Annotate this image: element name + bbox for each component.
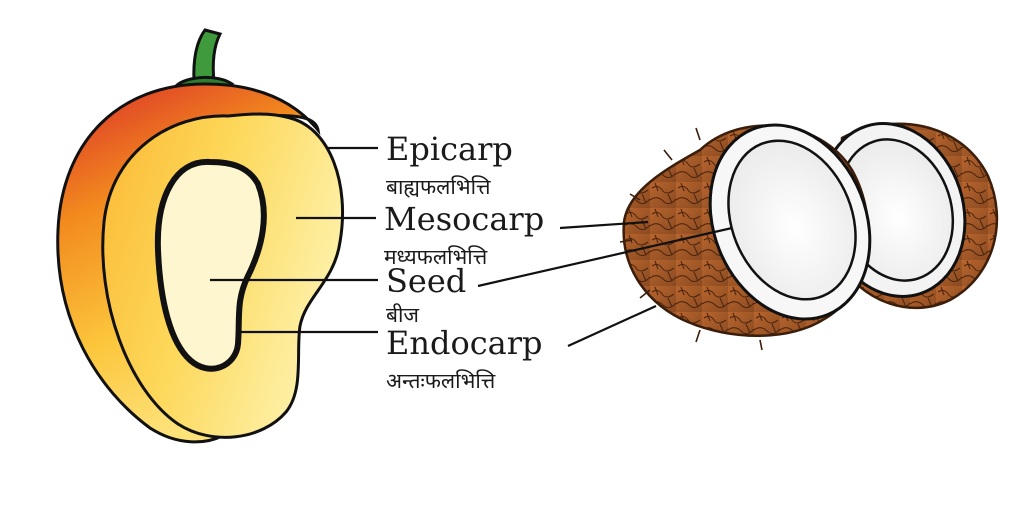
endocarp-label: Endocarp xyxy=(386,324,543,362)
epicarp-hindi-label: बाह्यफलभित्ति xyxy=(386,175,491,199)
coconut-illustration xyxy=(620,101,997,350)
drupe-fruit-illustration xyxy=(58,30,343,442)
fruit-stalk xyxy=(194,30,220,82)
seed-label: Seed xyxy=(386,262,466,300)
endocarp-coconut-leader-line xyxy=(568,306,656,346)
epicarp-label: Epicarp xyxy=(386,130,513,168)
mesocarp-label: Mesocarp xyxy=(384,200,544,238)
endocarp-hindi-label: अन्तःफलभित्ति xyxy=(386,369,496,393)
label-group: Epicarp बाह्यफलभित्ति Mesocarp मध्यफलभित… xyxy=(384,130,544,393)
